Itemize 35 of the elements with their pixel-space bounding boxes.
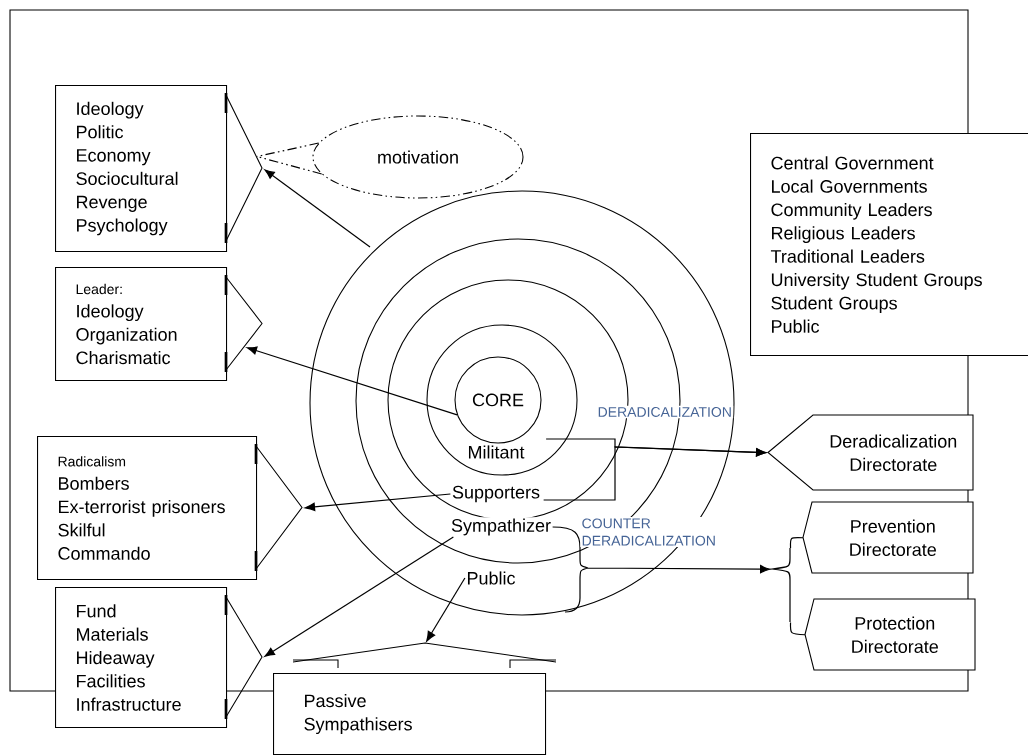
- directorate-box: Prevention Directorate: [802, 501, 974, 574]
- leader-line: [789, 621, 806, 636]
- brace: [771, 547, 791, 623]
- arrow: [426, 577, 466, 642]
- edge-label: COUNTER DERADICALIZATION: [580, 517, 715, 547]
- arrow: [304, 493, 451, 512]
- ring-label: Public: [465, 570, 517, 586]
- list-box: Central Government Local Governments Community Leaders Religious Leaders Traditional Leaders University Student Groups Student Groups Public: [750, 133, 1028, 357]
- leader-line: [789, 536, 804, 549]
- node-label: Community Leaders: [771, 202, 932, 220]
- node-label: Local Governments: [772, 179, 927, 193]
- node-label: Student Groups: [771, 296, 897, 314]
- group-box: Passive Sympathisers: [273, 642, 557, 756]
- list-box: Ideology Politic Economy Sociocultural Revenge Psychology: [55, 85, 263, 253]
- node-label: Public: [772, 319, 820, 333]
- directorate-box: Protection Directorate: [804, 598, 976, 671]
- arrow: [543, 446, 767, 501]
- node-label: Central Government: [771, 156, 934, 170]
- node-label: University Student Groups: [771, 272, 982, 290]
- ring-label: Supporters: [450, 484, 542, 504]
- list-box: Radicalism Bombers Ex-terrorist prisoners Skilful Commando: [37, 436, 303, 581]
- arrow: [264, 536, 454, 657]
- list-box: Leader: Ideology Organization Charismatic: [55, 267, 263, 382]
- node-label: Religious Leaders: [772, 226, 915, 244]
- node-label: Traditional Leaders: [770, 249, 925, 263]
- node-label: Passive Sympathisers: [304, 693, 412, 735]
- arrow: [552, 526, 771, 613]
- leader-line: [256, 142, 323, 175]
- edge-label: DERADICALIZATION: [596, 405, 734, 419]
- arrow: [246, 346, 458, 416]
- ring-label: Militant: [466, 444, 526, 460]
- list-box: Fund Materials Hideaway Facilities Infrastructure: [55, 587, 263, 729]
- ring-label: Sympathizer: [449, 517, 553, 537]
- arrow: [264, 169, 371, 248]
- directorate-box: Deradicalization Directorate: [767, 414, 974, 491]
